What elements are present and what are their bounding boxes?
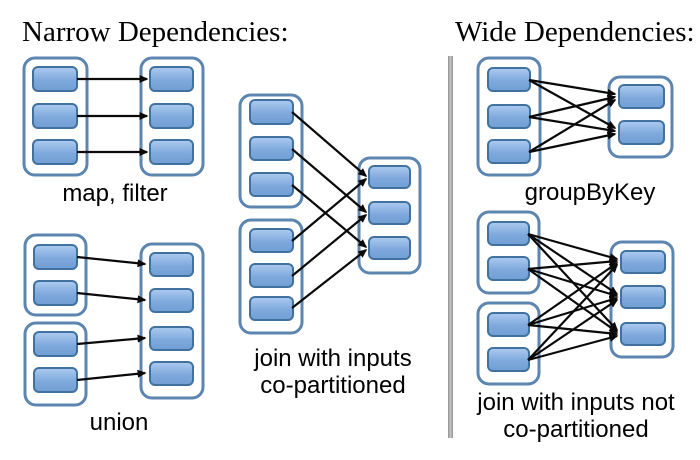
dependency-arrow	[528, 79, 617, 129]
dependency-arrow	[527, 232, 619, 261]
dependency-arrow	[528, 99, 617, 153]
partition	[149, 139, 194, 165]
partition	[620, 322, 666, 346]
groupbykey-group	[476, 56, 674, 177]
join-not-copartitioned-group	[476, 210, 675, 386]
partition	[487, 104, 531, 129]
union-label: union	[89, 409, 149, 436]
join-not-copartitioned-label-line2: co-partitioned	[503, 416, 649, 443]
join-copartitioned-label: join with inputs co-partitioned	[233, 345, 433, 399]
partition	[149, 252, 194, 277]
dependency-arrow	[527, 334, 619, 362]
partition	[487, 347, 530, 372]
union-group	[23, 233, 205, 407]
partition	[149, 288, 194, 313]
partition	[487, 67, 531, 92]
partition	[32, 103, 78, 129]
partition	[368, 236, 411, 260]
dependency-arrow	[528, 94, 617, 119]
dependency-arrow	[76, 334, 147, 346]
partition	[32, 139, 78, 165]
partition	[368, 201, 411, 225]
dependency-arrow	[527, 268, 619, 333]
dependency-arrow	[527, 267, 619, 298]
wide-dependencies-title: Wide Dependencies:	[455, 16, 695, 48]
partition	[487, 256, 530, 281]
map-filter-group	[22, 56, 205, 177]
join-not-copartitioned-label-line1: join with inputs not	[477, 389, 675, 416]
partition	[487, 139, 531, 164]
dependency-arrow	[528, 115, 617, 134]
partition	[249, 263, 294, 288]
partition	[149, 361, 194, 386]
map-filter-label: map, filter	[62, 180, 168, 207]
rdd-container	[139, 242, 205, 400]
partition	[487, 312, 530, 337]
groupbykey-label: groupByKey	[524, 179, 656, 206]
dependency-arrow	[527, 262, 619, 326]
dependency-arrow	[527, 299, 619, 361]
dependency-arrow	[76, 369, 147, 382]
partition	[249, 136, 294, 161]
join-copartitioned-group	[238, 93, 422, 335]
partition	[149, 103, 194, 129]
dependency-arrow	[291, 178, 368, 242]
dependency-arrow	[527, 257, 619, 271]
partition	[149, 66, 194, 92]
partition	[618, 84, 665, 109]
dependency-arrow	[527, 263, 619, 361]
partition	[249, 228, 294, 253]
narrow-dependencies-title: Narrow Dependencies:	[22, 16, 289, 48]
partition	[487, 221, 530, 246]
partition	[620, 285, 666, 309]
partition	[368, 165, 411, 189]
join-copartitioned-label-line1: join with inputs	[254, 345, 412, 372]
partition	[249, 172, 294, 197]
dependency-arrow	[76, 255, 147, 268]
dependency-arrow	[291, 111, 368, 177]
partition	[249, 296, 294, 321]
join-not-copartitioned-label: join with inputs not co-partitioned	[476, 389, 676, 443]
partition	[32, 66, 78, 92]
dependency-arrow	[528, 131, 617, 154]
partition	[33, 244, 78, 270]
partition	[33, 367, 78, 393]
partition	[249, 99, 294, 125]
partition	[149, 326, 194, 351]
partition	[33, 331, 78, 357]
join-copartitioned-label-line2: co-partitioned	[260, 372, 406, 399]
partition	[620, 250, 666, 274]
dependency-arrow	[291, 148, 368, 213]
section-divider-line	[448, 56, 453, 438]
dependency-arrow	[291, 214, 368, 277]
partition	[618, 120, 665, 145]
dependency-arrow	[291, 249, 368, 309]
partition	[33, 280, 78, 306]
dependency-arrow	[76, 291, 147, 304]
dependency-arrow	[528, 78, 617, 97]
dependency-arrow	[291, 184, 368, 248]
